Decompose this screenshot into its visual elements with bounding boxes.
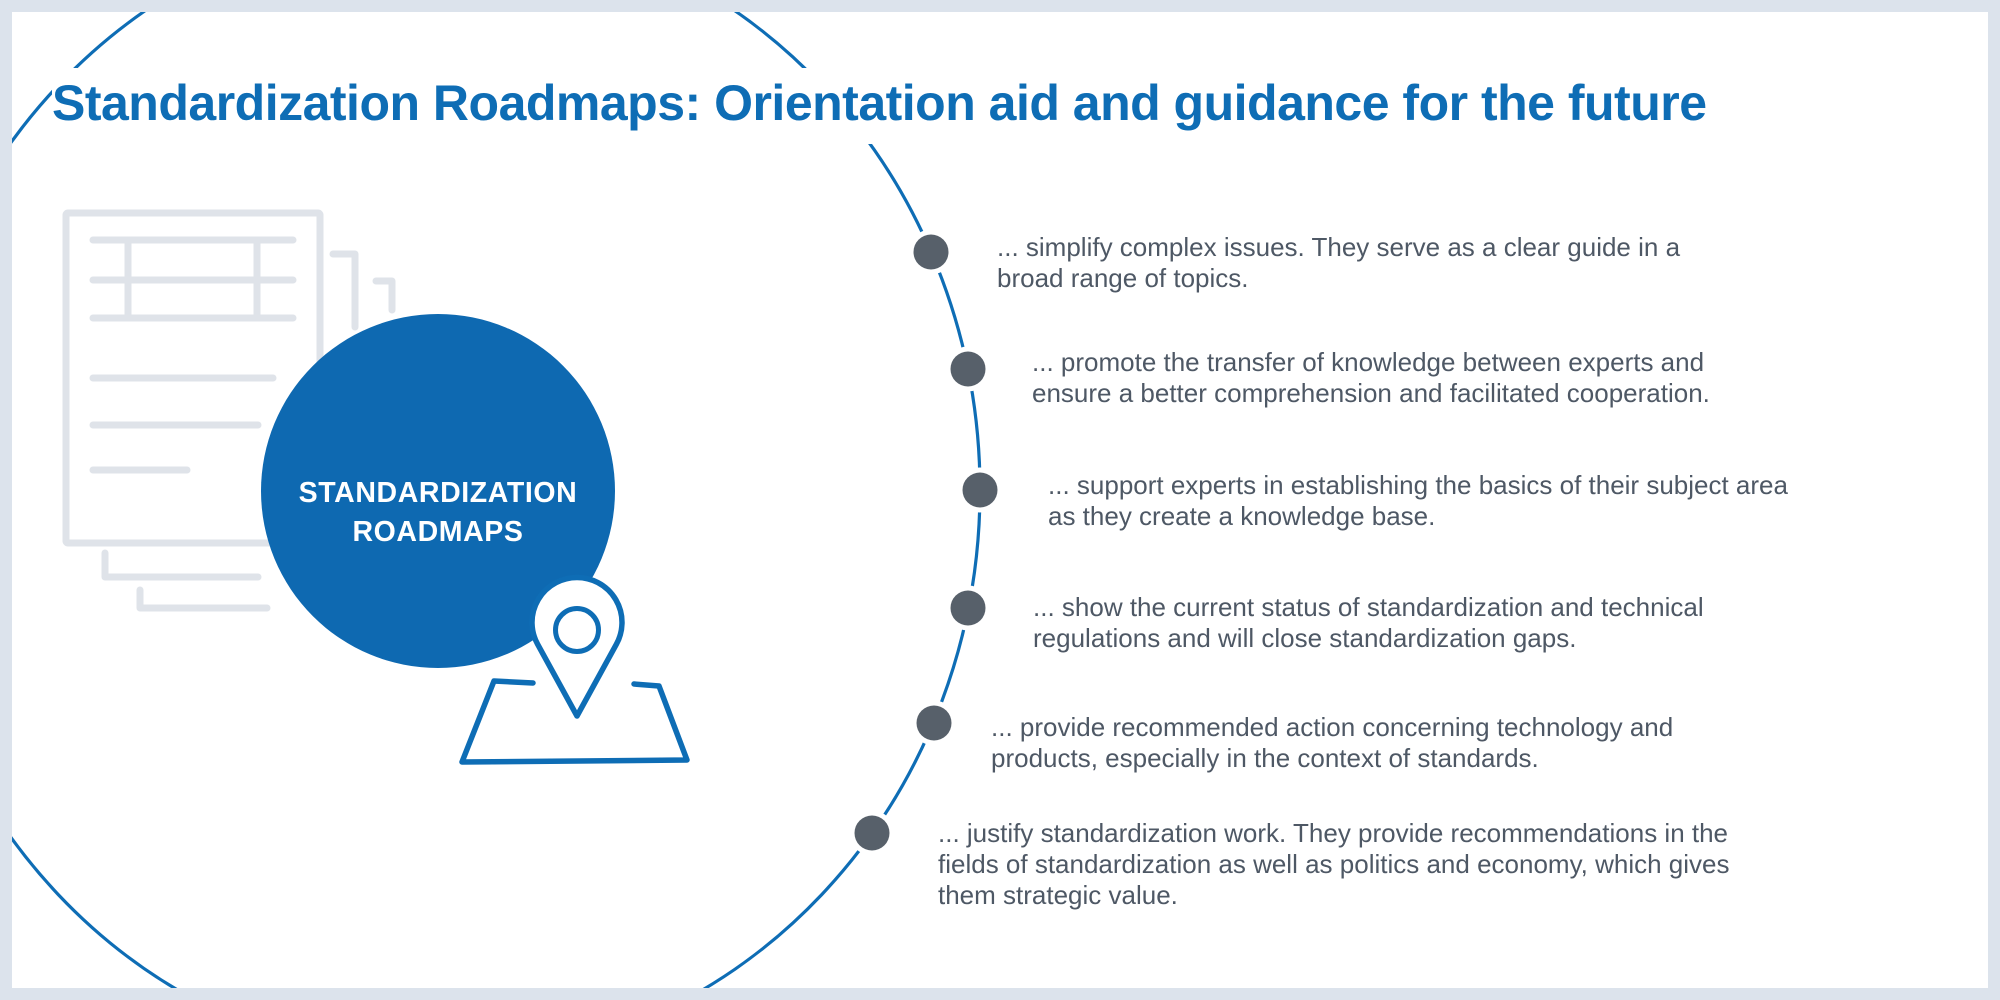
timeline-item: ... provide recommended action concernin… xyxy=(991,712,1674,773)
timeline-dot xyxy=(950,590,986,626)
frame-edge-right xyxy=(1988,0,2000,1000)
timeline-dot xyxy=(913,234,949,270)
frame-edge-bottom xyxy=(0,988,2000,1000)
map-pin-icon xyxy=(459,574,690,765)
page-title: Standardization Roadmaps: Orientation ai… xyxy=(52,67,1725,144)
document-table-grid xyxy=(89,236,297,322)
timeline-dot xyxy=(916,705,952,741)
timeline-dot xyxy=(950,351,986,387)
timeline-item: ... support experts in establishing the … xyxy=(1048,470,1788,531)
hub-circle xyxy=(261,314,615,668)
timeline-dot xyxy=(962,472,998,508)
timeline-dots xyxy=(849,229,1003,856)
pin-inner-ring xyxy=(553,606,601,654)
timeline-item: ... simplify complex issues. They serve … xyxy=(997,232,1681,293)
timeline-dot xyxy=(854,815,890,851)
frame-edge-left xyxy=(0,0,12,1000)
timeline-item: ... show the current status of standardi… xyxy=(1033,592,1704,653)
document-page3-corner xyxy=(372,277,396,314)
documents-stack-icon xyxy=(62,209,396,612)
document-bottom-sheet xyxy=(136,586,271,612)
frame-edge-top xyxy=(0,0,2000,12)
hub-label: STANDARDIZATION ROADMAPS xyxy=(298,477,578,548)
document-bottom-sheet xyxy=(101,549,262,581)
document-page2-corner xyxy=(329,250,359,331)
map-outline xyxy=(459,678,690,765)
timeline-item: ... promote the transfer of knowledge be… xyxy=(1032,347,1710,408)
timeline-item: ... justify standardization work. They p… xyxy=(938,818,1730,910)
